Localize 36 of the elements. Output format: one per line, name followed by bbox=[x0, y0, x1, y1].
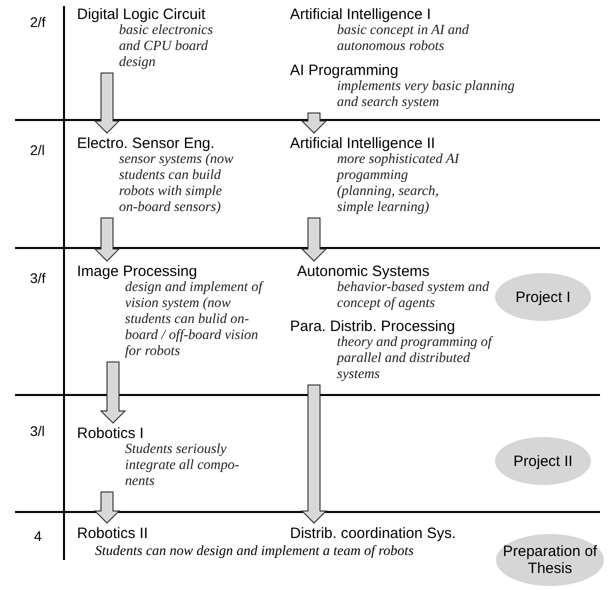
course-title: Robotics I bbox=[77, 425, 145, 442]
course-description: theory and programming of parallel and distributed systems bbox=[337, 335, 494, 383]
course-description: design and implement of vision system (now students can bulid on-board / off-board vision for robots bbox=[125, 280, 265, 360]
project-badge: Preparation of Thesis bbox=[496, 534, 604, 586]
course-description: Students can now design and implement a team of robots bbox=[95, 544, 414, 560]
course-title: Electro. Sensor Eng. bbox=[77, 135, 216, 152]
course-description: basic electronics and CPU board design bbox=[119, 23, 214, 71]
course-description: basic concept in AI and autonomous robots bbox=[337, 23, 470, 55]
semester-label: 2/l bbox=[30, 142, 45, 158]
course-description: Students seriously integrate all compo- nents bbox=[125, 442, 240, 490]
block-arrow bbox=[94, 492, 120, 524]
project-badge: Project II bbox=[495, 437, 591, 485]
course-title: AI Programming bbox=[290, 62, 400, 79]
course-description: sensor systems (now students can build robots with simple on-board sensors) bbox=[119, 152, 234, 216]
block-arrow bbox=[300, 112, 328, 134]
course-description: behavior-based system and concept of agents bbox=[337, 280, 490, 312]
semester-label: 2/f bbox=[30, 14, 46, 30]
course-title: Image Processing bbox=[77, 263, 198, 280]
course-title: Autonomic Systems bbox=[297, 263, 431, 280]
block-arrow bbox=[94, 218, 120, 262]
course-title: Distrib. coordination Sys. bbox=[290, 525, 456, 542]
course-description: more sophisticated AI progamming (planning, search, simple learning) bbox=[337, 152, 460, 216]
course-title: Digital Logic Circuit bbox=[77, 6, 206, 23]
project-badge: Project I bbox=[495, 273, 591, 321]
semester-label: 3/f bbox=[30, 270, 46, 286]
block-arrow bbox=[94, 72, 120, 134]
block-arrow bbox=[300, 218, 328, 262]
course-description: implements very basic planning and search system bbox=[337, 79, 516, 111]
semester-label: 3/l bbox=[30, 423, 45, 439]
semester-label: 4 bbox=[34, 528, 42, 544]
course-title: Robotics II bbox=[77, 525, 148, 542]
course-title: Para. Distrib. Processing bbox=[290, 318, 456, 335]
course-title: Artificial Intelligence I bbox=[290, 6, 432, 23]
course-title: Artificial Intelligence II bbox=[290, 135, 436, 152]
block-arrow bbox=[300, 384, 328, 524]
block-arrow bbox=[100, 362, 126, 424]
